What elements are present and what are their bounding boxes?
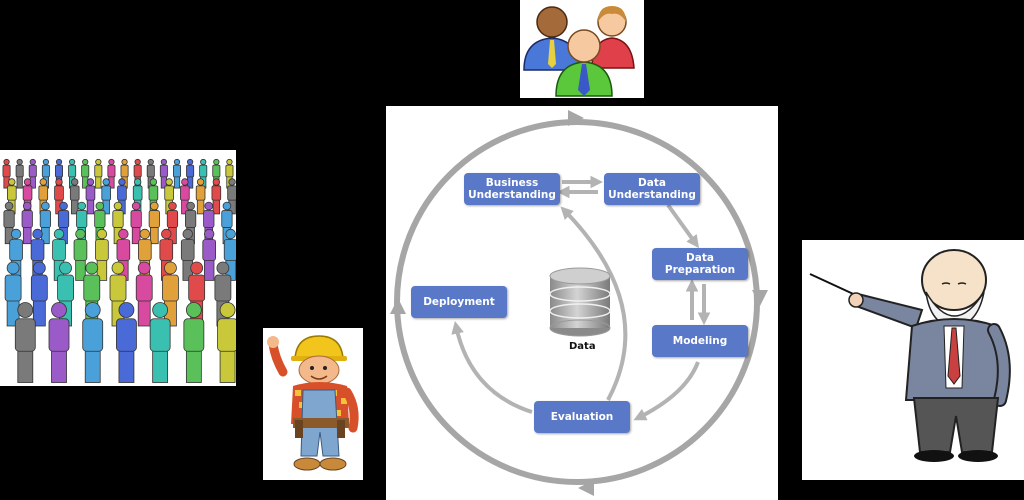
crowd-person — [21, 201, 33, 245]
database-label: Data — [569, 341, 596, 352]
arrow-evaluation-to-deployment — [451, 320, 533, 414]
crowd-person — [172, 158, 181, 189]
ring-arrow-right — [752, 290, 768, 306]
crowd-person — [82, 302, 104, 383]
database-icon — [549, 267, 611, 337]
users-group-icon — [520, 0, 644, 98]
ring-arrow-top — [568, 110, 584, 126]
crowd-person — [39, 201, 51, 245]
crowd-person — [112, 201, 124, 245]
crowd-person — [202, 228, 216, 281]
crowd-person — [135, 261, 153, 327]
arrow-du-to-dp — [666, 203, 699, 249]
crowd-person — [148, 201, 160, 245]
crowd-person — [166, 201, 179, 245]
node-data-preparation: Data Preparation — [652, 248, 748, 280]
crowd-person — [217, 302, 236, 383]
crowd-person — [15, 158, 24, 189]
crowd-person — [101, 178, 112, 215]
user-front-icon — [555, 29, 613, 97]
crowd-person — [149, 302, 171, 383]
professor-pointing-cartoon — [802, 240, 1024, 480]
arrow-evaluation-to-bu — [560, 206, 628, 401]
crowd-person — [73, 228, 88, 281]
crowd-person — [211, 178, 222, 215]
crowd-person — [95, 228, 109, 281]
crowd-person — [130, 201, 142, 245]
crowd-person — [54, 178, 64, 215]
arrow-modeling-to-evaluation — [633, 361, 700, 421]
crowd-person — [186, 158, 195, 189]
crowd-person — [14, 302, 36, 383]
crowd-person — [30, 261, 48, 327]
crowd-person — [116, 302, 137, 383]
crowd-person — [223, 228, 236, 281]
builder-cartoon — [263, 328, 363, 480]
crowd-of-people-illustration — [0, 150, 236, 386]
crowd-person — [81, 158, 90, 189]
node-business-understanding: Business Understanding — [464, 173, 560, 205]
process-cycle-diagram: Business Understanding Data Understandin… — [386, 106, 778, 500]
crowd-person — [195, 178, 206, 215]
crowd-person — [4, 261, 22, 327]
crowd-person — [2, 158, 11, 189]
crowd-person — [159, 158, 168, 189]
crowd-person — [180, 178, 190, 215]
node-deployment: Deployment — [411, 286, 507, 318]
ring-arrow-bottom — [578, 480, 594, 496]
node-evaluation: Evaluation — [534, 401, 630, 433]
crowd-person — [48, 302, 70, 383]
ring-arrow-left — [390, 298, 406, 314]
node-modeling: Modeling — [652, 325, 748, 357]
crowd-person — [69, 178, 80, 215]
node-data-understanding: Data Understanding — [604, 173, 700, 205]
crowd-person — [28, 158, 37, 189]
crowd-person — [85, 178, 96, 215]
crowd-person — [3, 201, 15, 245]
user-right-icon — [591, 6, 635, 69]
crowd-person — [94, 158, 103, 189]
crowd-person — [183, 302, 205, 383]
